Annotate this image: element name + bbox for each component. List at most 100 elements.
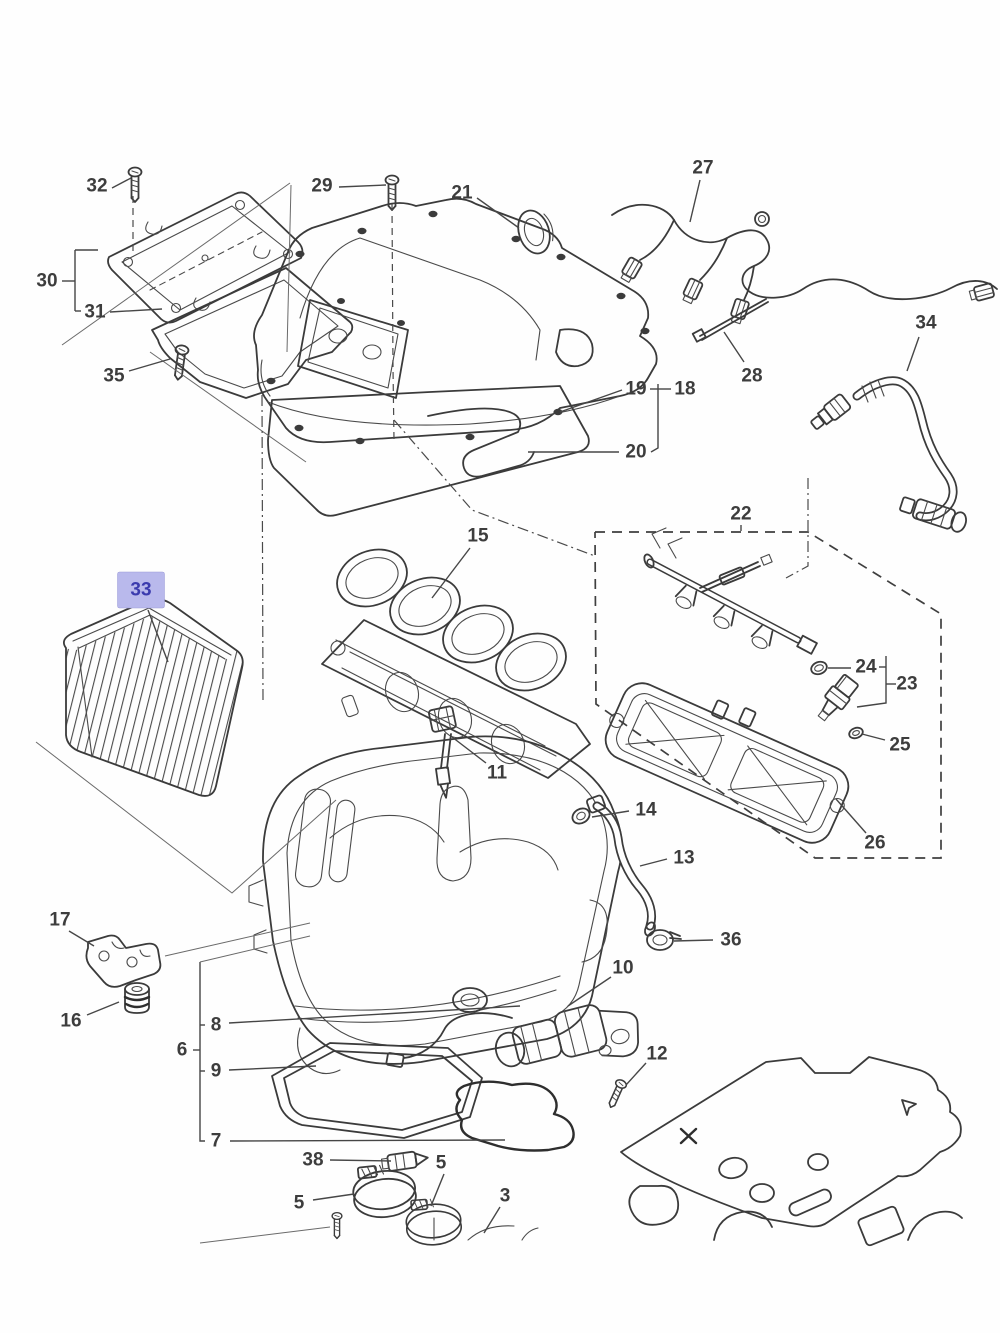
callout-6[interactable]: 6 xyxy=(177,1040,188,1061)
callout-leader-line xyxy=(723,331,745,363)
annotation-line xyxy=(199,962,205,1142)
annotation-line xyxy=(785,478,809,579)
callout-22[interactable]: 22 xyxy=(730,504,752,532)
callout-23[interactable]: 23 xyxy=(896,674,917,695)
callout-9[interactable]: 9 xyxy=(211,1061,222,1082)
callout-number: 24 xyxy=(855,657,877,678)
sub-assembly-dashed-box xyxy=(594,531,942,859)
callout-8[interactable]: 8 xyxy=(211,1015,222,1036)
fuel-hose-sketch xyxy=(810,376,967,533)
callout-number: 28 xyxy=(741,366,762,387)
callout-leader-line xyxy=(835,798,867,834)
cable-tie-sketch xyxy=(691,298,769,343)
callout-number: 21 xyxy=(451,183,473,204)
boot-3-partial-sketch xyxy=(433,1217,539,1241)
callout-number: 36 xyxy=(720,930,741,951)
grommet-21-sketch xyxy=(517,209,554,255)
fuel-rail-sketch xyxy=(643,527,818,655)
callout-leader-line xyxy=(483,1206,501,1234)
callout-29[interactable]: 29 xyxy=(311,176,387,197)
callout-11[interactable]: 11 xyxy=(451,736,507,784)
callout-leader-line xyxy=(906,336,920,372)
screw-32-sketch xyxy=(127,166,143,203)
annotation-line xyxy=(856,656,887,708)
callout-number: 26 xyxy=(864,833,885,854)
annotation-line xyxy=(199,935,311,963)
callout-7[interactable]: 7 xyxy=(211,1131,222,1152)
callout-number: 18 xyxy=(674,379,695,400)
callout-28[interactable]: 28 xyxy=(723,331,763,387)
callout-5b[interactable]: 5 xyxy=(430,1153,447,1207)
callout-leader-line xyxy=(338,184,387,188)
cover-plate-sketch xyxy=(107,191,304,324)
annotation-line xyxy=(650,384,659,453)
callout-leader-line xyxy=(86,1001,120,1016)
callout-number: 23 xyxy=(896,674,917,695)
callout-leader-line xyxy=(431,547,471,599)
hose-clamp-a-sketch xyxy=(349,1161,419,1222)
breather-hose-sketch xyxy=(571,794,682,951)
callout-number: 35 xyxy=(103,366,125,387)
callout-18[interactable]: 18 xyxy=(674,379,695,400)
gasket-sheet-sketch xyxy=(620,1056,963,1247)
callout-24[interactable]: 24 xyxy=(828,657,877,678)
callout-leader-line xyxy=(111,177,132,189)
callout-leader-line xyxy=(147,609,169,663)
callout-30[interactable]: 30 xyxy=(36,271,57,292)
callout-14[interactable]: 14 xyxy=(591,800,657,821)
annotation-line xyxy=(391,203,395,441)
callout-15[interactable]: 15 xyxy=(431,526,489,599)
callout-number: 22 xyxy=(730,504,751,525)
intake-manifold-sketch xyxy=(604,682,850,844)
callout-number: 17 xyxy=(49,910,70,931)
grommet-16-sketch xyxy=(123,982,151,1014)
annotation-line xyxy=(228,1065,317,1071)
callout-32[interactable]: 32 xyxy=(86,176,132,197)
callout-19[interactable]: 19 xyxy=(559,379,647,413)
annotation-line xyxy=(199,1226,331,1244)
callout-3[interactable]: 3 xyxy=(483,1186,510,1234)
callout-17[interactable]: 17 xyxy=(49,910,95,947)
callout-number: 20 xyxy=(625,442,646,463)
cover-gasket-sketch xyxy=(267,385,590,517)
callout-16[interactable]: 16 xyxy=(60,1001,120,1032)
annotation-line xyxy=(61,182,291,346)
annotation-line xyxy=(261,394,264,701)
selected-part-highlight xyxy=(117,571,165,609)
callout-35[interactable]: 35 xyxy=(103,358,171,387)
callout-20[interactable]: 20 xyxy=(528,442,647,463)
callout-34[interactable]: 34 xyxy=(906,313,937,372)
callout-13[interactable]: 13 xyxy=(639,848,695,869)
callout-10[interactable]: 10 xyxy=(567,958,634,1007)
callout-leader-line xyxy=(430,1173,445,1207)
case-gasket-sketch xyxy=(271,1042,483,1139)
annotation-line xyxy=(35,741,337,894)
callout-number: 9 xyxy=(211,1061,222,1082)
annotation-line xyxy=(149,351,307,463)
callout-number: 14 xyxy=(635,800,657,821)
callout-leader-line xyxy=(861,733,886,741)
callout-21[interactable]: 21 xyxy=(451,183,520,229)
callout-number: 32 xyxy=(86,176,107,197)
injector-sketch xyxy=(810,660,864,740)
callout-number: 30 xyxy=(36,271,57,292)
callout-26[interactable]: 26 xyxy=(835,798,886,854)
callout-number: 27 xyxy=(692,158,713,179)
annotation-line xyxy=(228,1005,521,1024)
callout-leader-line xyxy=(476,197,520,229)
callout-12[interactable]: 12 xyxy=(625,1044,668,1086)
callout-5a[interactable]: 5 xyxy=(294,1193,355,1214)
callout-31[interactable]: 31 xyxy=(84,302,163,323)
callout-25[interactable]: 25 xyxy=(861,733,911,756)
callout-33[interactable]: 33 xyxy=(117,571,169,663)
callout-leader-line xyxy=(591,810,630,818)
callout-27[interactable]: 27 xyxy=(689,158,714,223)
callout-36[interactable]: 36 xyxy=(673,930,742,951)
callout-number: 19 xyxy=(625,379,646,400)
callout-38[interactable]: 38 xyxy=(302,1150,392,1171)
callout-number: 25 xyxy=(889,735,911,756)
callout-leader-line xyxy=(68,930,95,947)
